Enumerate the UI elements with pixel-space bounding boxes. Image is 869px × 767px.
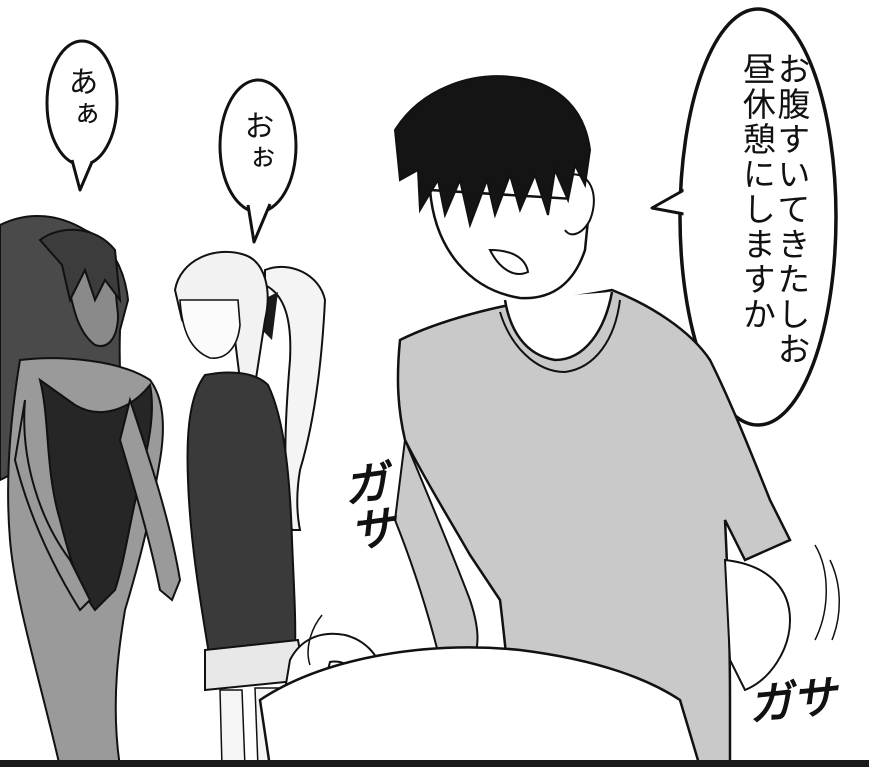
motion-lines: [307, 544, 840, 666]
speech-bubble-left-girl: [45, 39, 119, 192]
left-girl-speech-text: あぁ: [62, 66, 98, 130]
panel-border: [0, 760, 869, 767]
speech-bubble-man: [650, 7, 838, 427]
left-girl-figure: [0, 214, 182, 767]
man-speech-text: お腹すいてきたしお昼休憩にしますか: [737, 52, 811, 367]
sfx-center: ガサ: [332, 456, 400, 556]
speech-bubble-middle-girl: [218, 78, 298, 244]
middle-girl-speech-text: おぉ: [238, 110, 274, 174]
man-figure: [258, 75, 792, 767]
sfx-bottom-right: ガサ: [746, 671, 839, 732]
